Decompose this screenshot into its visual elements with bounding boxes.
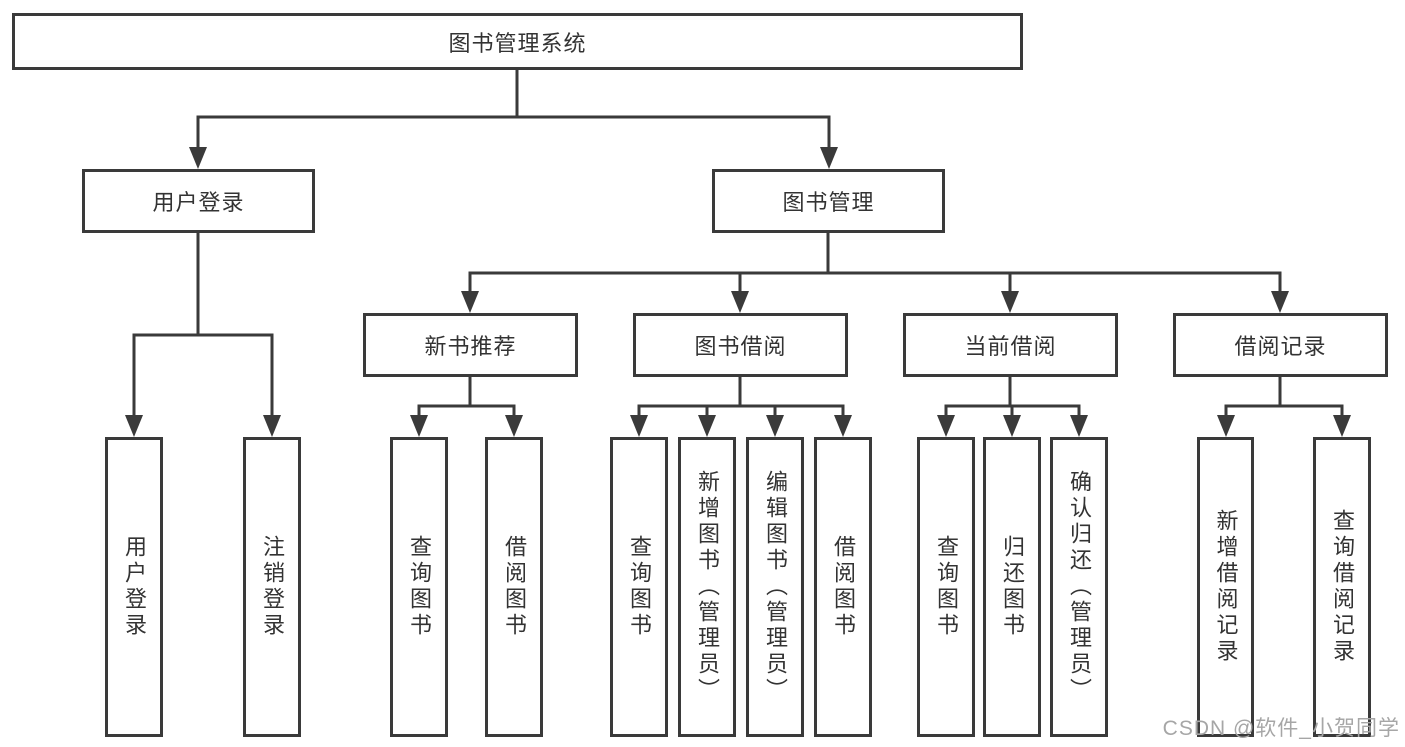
- leaf-logout: 注销登录: [243, 437, 301, 737]
- leaf-add-book-admin: 新增图书（管理员）: [678, 437, 736, 737]
- root-box-library-system: 图书管理系统: [12, 13, 1023, 70]
- node-book-borrow: 图书借阅: [633, 313, 848, 377]
- node-borrow-records: 借阅记录: [1173, 313, 1388, 377]
- leaf-borrow-book-recommend: 借阅图书: [485, 437, 543, 737]
- leaf-return-book: 归还图书: [983, 437, 1041, 737]
- leaf-borrow-book-manage: 借阅图书: [814, 437, 872, 737]
- node-book-management: 图书管理: [712, 169, 945, 233]
- node-user-login: 用户登录: [82, 169, 315, 233]
- node-current-borrow: 当前借阅: [903, 313, 1118, 377]
- leaf-confirm-return-admin: 确认归还（管理员）: [1050, 437, 1108, 737]
- leaf-add-borrow-record: 新增借阅记录: [1197, 437, 1254, 737]
- leaf-query-book-manage: 查询图书: [610, 437, 668, 737]
- watermark: CSDN @软件_小贺同学: [1162, 717, 1400, 740]
- leaf-query-borrow-record: 查询借阅记录: [1313, 437, 1371, 737]
- node-new-book-recommend: 新书推荐: [363, 313, 578, 377]
- leaf-query-book-current: 查询图书: [917, 437, 975, 737]
- leaf-user-login: 用户登录: [105, 437, 163, 737]
- leaf-query-book-recommend: 查询图书: [390, 437, 448, 737]
- leaf-edit-book-admin: 编辑图书（管理员）: [746, 437, 804, 737]
